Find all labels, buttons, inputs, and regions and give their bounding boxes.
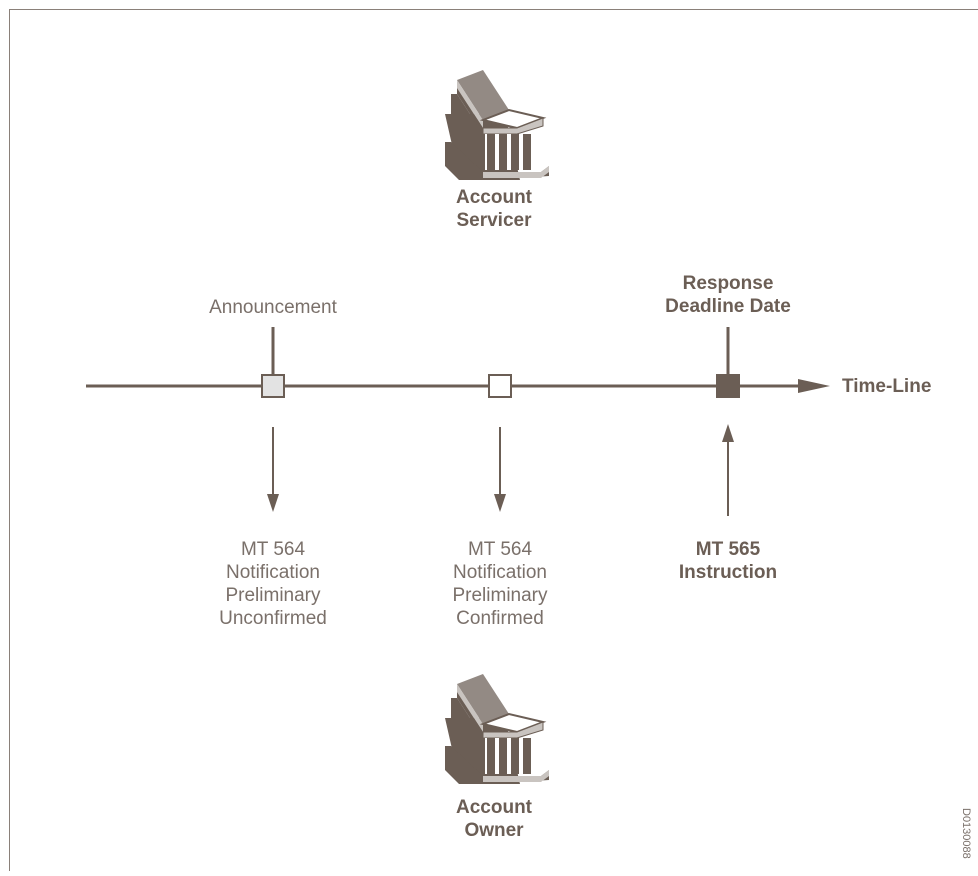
account-owner-label: Account Owner (440, 796, 548, 842)
account-servicer-label-line1: Account (440, 186, 548, 209)
response-deadline-label-line1: Response (648, 272, 808, 295)
response-deadline-label: Response Deadline Date (648, 272, 808, 318)
reference-code: D0130088 (960, 808, 972, 859)
confirmed-message-status: Confirmed (425, 607, 575, 630)
announcement-marker (262, 375, 284, 397)
confirmed-notification-arrowhead (494, 494, 506, 512)
account-owner-label-line2: Owner (440, 819, 548, 842)
unconfirmed-message-type: MT 564 (198, 538, 348, 561)
confirmed-message-function: Notification (425, 561, 575, 584)
instruction-arrowhead (722, 424, 734, 442)
unconfirmed-notification-label: MT 564 Notification Preliminary Unconfir… (198, 538, 348, 630)
account-owner-label-line1: Account (440, 796, 548, 819)
instruction-message-function: Instruction (668, 561, 788, 584)
confirmed-marker (489, 375, 511, 397)
unconfirmed-notification-arrowhead (267, 494, 279, 512)
instruction-label: MT 565 Instruction (668, 538, 788, 584)
account-servicer-label-line2: Servicer (440, 209, 548, 232)
instruction-message-type: MT 565 (668, 538, 788, 561)
confirmed-notification-label: MT 564 Notification Preliminary Confirme… (425, 538, 575, 630)
deadline-marker (717, 375, 739, 397)
account-servicer-label: Account Servicer (440, 186, 548, 232)
confirmed-message-stage: Preliminary (425, 584, 575, 607)
unconfirmed-message-function: Notification (198, 561, 348, 584)
unconfirmed-message-status: Unconfirmed (198, 607, 348, 630)
response-deadline-label-line2: Deadline Date (648, 295, 808, 318)
announcement-label: Announcement (193, 296, 353, 319)
unconfirmed-message-stage: Preliminary (198, 584, 348, 607)
account-servicer-building-icon (445, 70, 549, 180)
account-owner-building-icon (445, 674, 549, 784)
time-line-arrowhead (798, 379, 830, 393)
time-line-label: Time-Line (842, 375, 952, 398)
confirmed-message-type: MT 564 (425, 538, 575, 561)
